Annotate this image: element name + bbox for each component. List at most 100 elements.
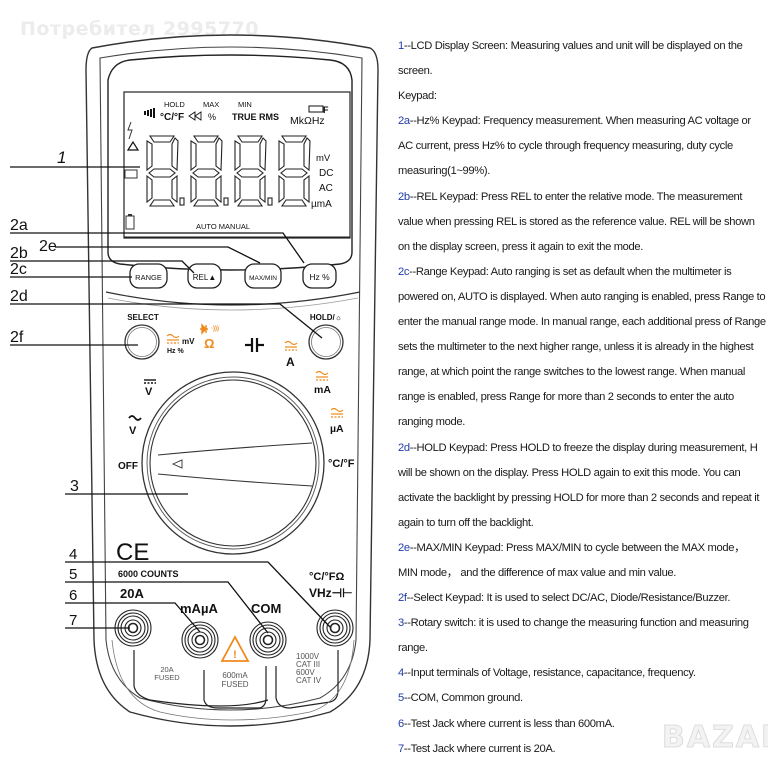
dial-v-dc: V bbox=[145, 386, 153, 398]
lcd-decimal-point bbox=[179, 197, 185, 206]
lcd-auto-manual: AUTO MANUAL bbox=[196, 222, 250, 231]
description-item: Keypad: bbox=[398, 84, 766, 109]
lcd-segment bbox=[192, 135, 220, 143]
max-min-button[interactable]: MAX/MIN bbox=[244, 263, 282, 289]
lcd-segment bbox=[234, 140, 241, 172]
lcd-unit-mv: mV bbox=[316, 153, 331, 164]
lcd-screen bbox=[123, 91, 351, 239]
description-item: 3--Rotary switch: it is used to change t… bbox=[398, 611, 766, 661]
jack-ma-ua[interactable] bbox=[181, 621, 219, 659]
jack-ma-label: mAµA bbox=[180, 601, 218, 616]
lcd-segment bbox=[146, 140, 153, 172]
callout-2d: 2d bbox=[10, 288, 28, 305]
lcd-percent: % bbox=[208, 112, 216, 122]
hz-percent-button[interactable]: Hz % bbox=[302, 263, 337, 289]
fuse-20a-line1: 20A bbox=[160, 665, 173, 674]
select-label: SELECT bbox=[127, 313, 159, 322]
lcd-segment bbox=[215, 137, 223, 172]
lcd-hold: HOLD bbox=[164, 100, 185, 109]
lcd-segment bbox=[236, 135, 264, 143]
lcd-segment bbox=[236, 199, 264, 207]
lcd-digit bbox=[190, 135, 229, 207]
description-item: 4--Input terminals of Voltage, resistanc… bbox=[398, 661, 766, 686]
callout-2b: 2b bbox=[10, 245, 28, 262]
lcd-temp-unit: °C/°F bbox=[160, 112, 184, 123]
description-number: 2d bbox=[398, 441, 410, 454]
dial-mv: mV bbox=[182, 337, 195, 346]
fuse-600-line2: FUSED bbox=[221, 680, 248, 689]
lcd-segment bbox=[171, 137, 179, 172]
jack-ring bbox=[319, 612, 351, 644]
description-text: --Rotary switch: it is used to change th… bbox=[398, 617, 749, 655]
lcd-segment bbox=[280, 135, 308, 143]
svg-text:RANGE: RANGE bbox=[135, 273, 162, 282]
lcd-segment bbox=[192, 199, 220, 207]
svg-text:REL▲: REL▲ bbox=[193, 273, 216, 282]
callout-2e: 2e bbox=[39, 238, 57, 255]
callout-6: 6 bbox=[69, 587, 77, 604]
description-number: 3 bbox=[398, 617, 404, 630]
diode-icon bbox=[188, 111, 202, 121]
range-button[interactable]: RANGE bbox=[129, 263, 168, 289]
hold-label: HOLD/☼ bbox=[310, 313, 342, 322]
ac-tilde-icon bbox=[128, 415, 142, 421]
svg-text:·))): ·))) bbox=[211, 326, 219, 332]
description-panel: 1--LCD Display Screen: Measuring values … bbox=[398, 34, 766, 762]
fuse-600-line1: 600mA bbox=[222, 671, 248, 680]
dial-off: OFF bbox=[118, 461, 138, 472]
lcd-small-box bbox=[124, 169, 138, 179]
multimeter-diagram: Потребител 2995770 HOLD MAX MIN °C/°F % … bbox=[10, 18, 379, 727]
lcd-decimal-point bbox=[223, 197, 229, 206]
description-text: --LCD Display Screen: Measuring values a… bbox=[398, 40, 743, 78]
description-number: 6 bbox=[398, 717, 404, 730]
description-number: 1 bbox=[398, 40, 404, 52]
acdc-symbol-icon bbox=[166, 333, 180, 344]
description-text: --Test Jack where current is less than 6… bbox=[403, 717, 615, 730]
jack-20a[interactable] bbox=[114, 609, 152, 647]
cat-line3: 600V bbox=[296, 668, 315, 677]
meter-outer-shell bbox=[85, 34, 379, 727]
lcd-segment bbox=[190, 174, 197, 204]
jack-v-ohm[interactable] bbox=[316, 609, 354, 647]
lcd-segment bbox=[148, 199, 176, 207]
lcd-units-mkohz: MkΩHz bbox=[290, 115, 325, 127]
svg-text:Hz %: Hz % bbox=[309, 272, 330, 282]
description-item: 2f--Select Keypad: It is used to select … bbox=[398, 586, 766, 611]
description-number: 2e bbox=[398, 541, 410, 554]
description-item: 2c--Range Keypad: Auto ranging is set as… bbox=[398, 260, 766, 436]
callout-4: 4 bbox=[69, 546, 77, 563]
description-item: 6--Test Jack where current is less than … bbox=[398, 712, 766, 737]
lcd-segment bbox=[303, 174, 310, 204]
lcd-min: MIN bbox=[238, 100, 252, 109]
acdc-ua-icon bbox=[330, 407, 344, 418]
lcd-true-rms: TRUE RMS bbox=[232, 112, 279, 122]
lcd-segment bbox=[234, 174, 241, 204]
lcd-digit bbox=[278, 135, 311, 207]
svg-text:F: F bbox=[323, 105, 329, 115]
description-text: --Range Keypad: Auto ranging is set as d… bbox=[398, 265, 766, 429]
svg-text:MAX/MIN: MAX/MIN bbox=[249, 275, 277, 282]
acdc-a-icon bbox=[284, 340, 298, 351]
description-number: 5 bbox=[398, 692, 404, 705]
lcd-segment bbox=[259, 174, 266, 204]
jack-com[interactable] bbox=[249, 621, 287, 659]
dial-ma: mA bbox=[314, 384, 331, 396]
jack-ring bbox=[326, 619, 344, 637]
rotary-switch[interactable] bbox=[141, 371, 325, 555]
select-button[interactable] bbox=[124, 324, 160, 360]
dial-v-ac: V bbox=[129, 425, 137, 437]
lcd-segment bbox=[171, 174, 178, 204]
capacitor-icon bbox=[245, 338, 264, 352]
jack-ring bbox=[249, 621, 287, 659]
description-text: --REL Keypad: Press REL to enter the rel… bbox=[398, 190, 755, 253]
hold-button[interactable] bbox=[308, 324, 344, 360]
lcd-segment bbox=[280, 199, 308, 207]
lcd-segment bbox=[192, 168, 220, 178]
fuse-20a-line2: FUSED bbox=[154, 673, 180, 682]
rel-button[interactable]: REL▲ bbox=[187, 263, 222, 289]
counts-label: 6000 COUNTS bbox=[118, 569, 179, 579]
pointer-icon bbox=[171, 459, 183, 469]
delta-icon bbox=[126, 140, 140, 151]
callout-5: 5 bbox=[69, 566, 77, 583]
description-text: Keypad: bbox=[398, 90, 437, 103]
